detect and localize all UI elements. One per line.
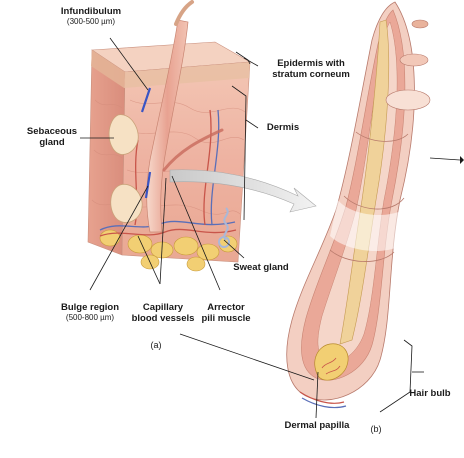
arrector-label: Arrector pili muscle bbox=[196, 302, 256, 324]
epidermis-label: Epidermis with stratum corneum bbox=[256, 58, 366, 80]
sebaceous-line2: gland bbox=[22, 137, 82, 148]
arrector-line1: Arrector bbox=[196, 302, 256, 313]
bulge-line1: Bulge region bbox=[52, 302, 128, 313]
capillary-label: Capillary blood vessels bbox=[128, 302, 198, 324]
bulge-region-label: Bulge region (500-800 µm) bbox=[52, 302, 128, 323]
sebaceous-gland-label: Sebaceous gland bbox=[22, 126, 82, 148]
infundibulum-text: Infundibulum bbox=[50, 6, 132, 17]
arrector-line2: pili muscle bbox=[196, 313, 256, 324]
capillary-line1: Capillary bbox=[128, 302, 198, 313]
panel-a-label: (a) bbox=[146, 340, 166, 351]
epidermis-line2: stratum corneum bbox=[256, 69, 366, 80]
epidermis-line1: Epidermis with bbox=[256, 58, 366, 69]
dermal-papilla-label: Dermal papilla bbox=[272, 420, 362, 431]
sweat-gland-label: Sweat gland bbox=[224, 262, 298, 273]
dermis-text: Dermis bbox=[258, 122, 308, 133]
panel-b-label: (b) bbox=[366, 424, 386, 435]
infundibulum-label: Infundibulum (300-500 µm) bbox=[50, 6, 132, 27]
sebaceous-line1: Sebaceous bbox=[22, 126, 82, 137]
hair-bulb-label: Hair bulb bbox=[400, 388, 460, 399]
infundibulum-size: (300-500 µm) bbox=[50, 17, 132, 27]
skin-block bbox=[88, 2, 250, 271]
bulge-size: (500-800 µm) bbox=[52, 313, 128, 323]
sweat-gland-text: Sweat gland bbox=[224, 262, 298, 273]
capillary-line2: blood vessels bbox=[128, 313, 198, 324]
dermis-label: Dermis bbox=[258, 122, 308, 133]
